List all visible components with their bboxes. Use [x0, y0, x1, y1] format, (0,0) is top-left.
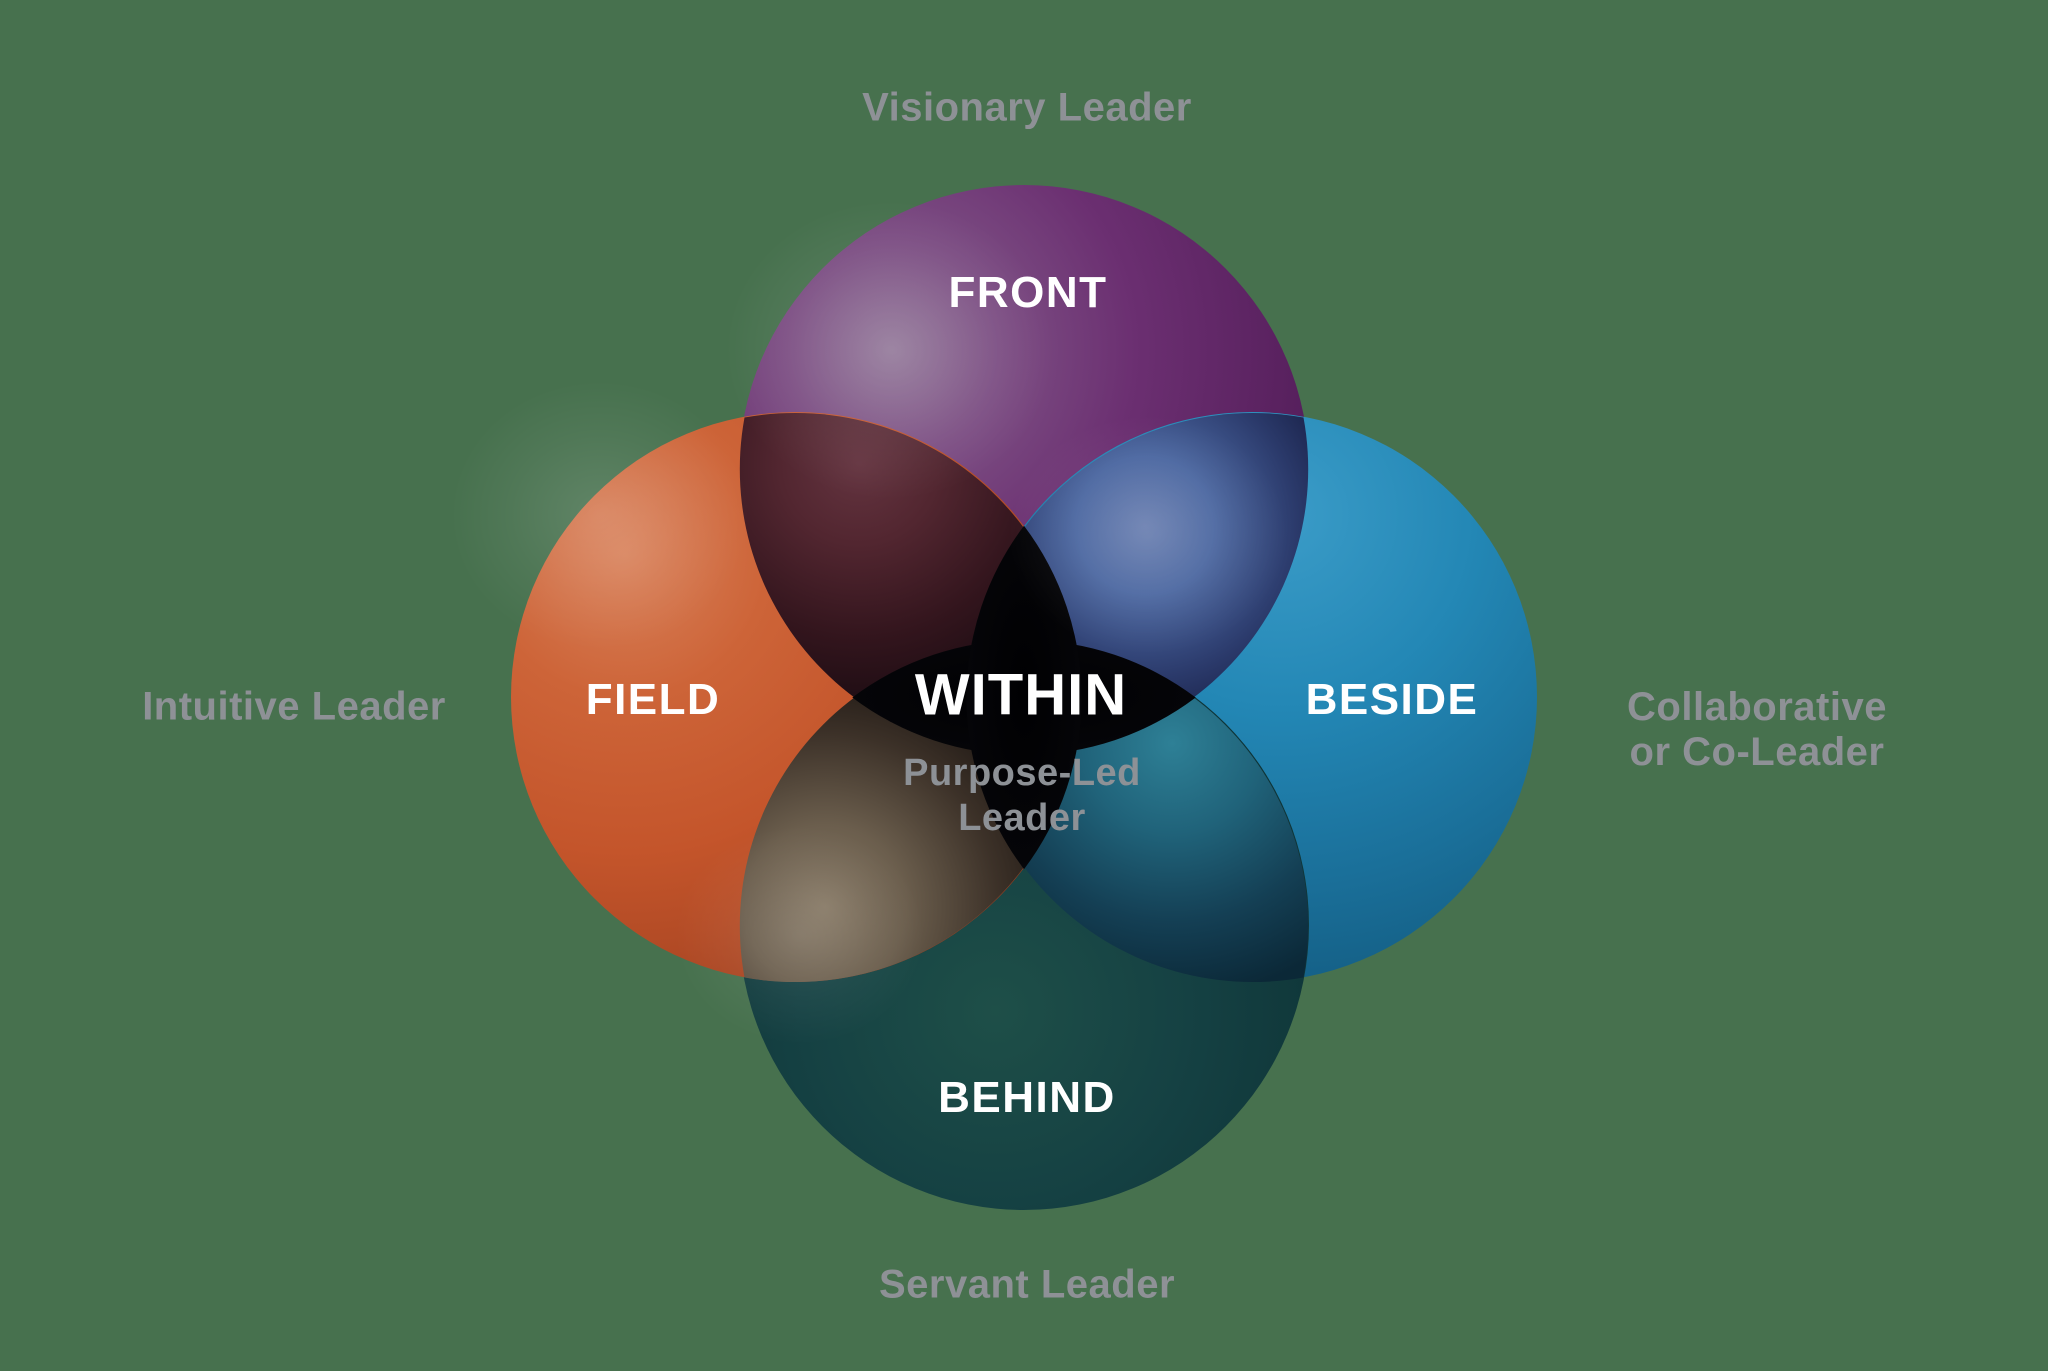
outer-label-collaborative: Collaborative or Co-Leader: [1627, 685, 1887, 775]
petal-label-front: FRONT: [948, 268, 1108, 317]
outer-label-servant: Servant Leader: [878, 1262, 1176, 1307]
outer-label-collaborative-line2: or Co-Leader: [1629, 730, 1885, 774]
highlight-front-glow: [725, 200, 1055, 500]
highlight-front-beside-glow: [1008, 415, 1288, 655]
center-title: WITHIN: [914, 662, 1128, 728]
petal-label-beside: BESIDE: [1305, 675, 1479, 724]
outer-label-visionary: Visionary Leader: [862, 85, 1192, 130]
petal-label-behind: BEHIND: [938, 1073, 1116, 1122]
highlight-field-glow: [450, 380, 750, 650]
outer-label-collaborative-line1: Collaborative: [1627, 685, 1887, 729]
highlight-behind-field-glow: [675, 825, 925, 1045]
petal-label-field: FIELD: [585, 675, 721, 724]
center-subtitle-line1: Purpose-Led: [903, 752, 1141, 794]
outer-label-intuitive: Intuitive Leader: [142, 684, 446, 729]
center-subtitle-line2: Leader: [958, 797, 1086, 839]
center-subtitle: Purpose-Led Leader: [903, 751, 1141, 841]
